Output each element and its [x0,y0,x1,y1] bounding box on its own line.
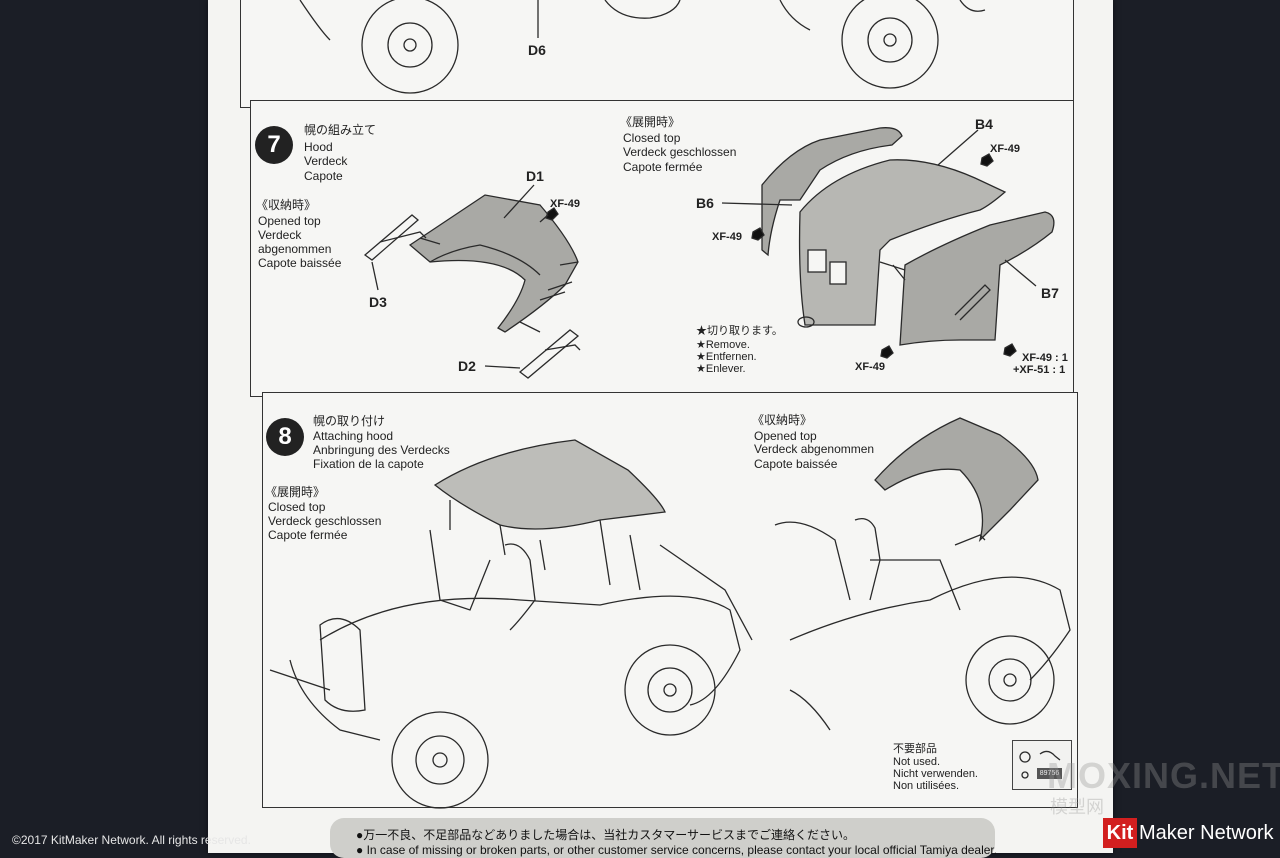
kitmaker-logo-text: Maker Network [1139,822,1274,844]
car-closed-top-illustration [269,439,753,809]
step7-closed-jp: 《展開時》 [620,115,681,129]
paint-d1: XF-49 [550,198,580,210]
notused-part-box [1012,740,1072,790]
step6-panel [240,0,1074,108]
footer-bar [330,818,995,858]
step7-opened-fr: Capote baissée [258,256,342,270]
step7-title-fr: Capote [304,169,343,183]
step7-closed-fr: Capote fermée [623,160,703,174]
watermark-cn: 模型网 [1050,797,1104,817]
step8-opened-fr: Capote baissée [754,457,838,471]
part-d2-illustration [484,321,581,379]
remove-de: ★Entfernen. [696,351,757,363]
step7-title-jp: 幌の組み立て [304,123,377,137]
paint-b4: XF-49 [990,143,1020,155]
part-d1-illustration [408,184,579,333]
step7-opened-jp: 《収納時》 [256,198,317,212]
step7-number: 7 [255,126,293,164]
part-label-b7: B7 [1041,285,1059,301]
car-opened-top-illustration [774,417,1071,731]
paint-mix2: +XF-51 : 1 [1013,364,1066,376]
step8-opened-de: Verdeck abgenommen [754,442,875,456]
part-d3-illustration [363,214,441,291]
step8-title-jp: 幌の取り付け [313,414,386,428]
step7-title-en: Hood [304,140,333,154]
step7-opened-de1: Verdeck [258,228,302,242]
step8-closed-jp: 《展開時》 [265,485,326,499]
remove-fr: ★Enlever. [696,363,746,375]
paint-b7a: XF-49 [855,361,885,373]
notused-en: Not used. [893,756,941,768]
notused-de: Nicht verwenden. [893,768,978,780]
wheel-top-right-illustration [779,0,986,89]
step8-closed-de: Verdeck geschlossen [268,514,382,528]
remove-en: ★Remove. [696,339,750,351]
step8-closed-fr: Capote fermée [268,528,348,542]
copyright-text: ©2017 KitMaker Network. All rights reser… [12,833,251,847]
watermark-moxing: MOXING.NET [1047,755,1280,796]
part-label-d1: D1 [526,168,544,184]
remove-jp: ★切り取ります。 [696,325,783,337]
part-b4-illustration [798,129,1007,326]
part-b7-illustration [880,211,1055,359]
notused-fr: Non utilisées. [893,780,960,792]
step7-closed-de: Verdeck geschlossen [623,145,737,159]
part-label-d6: D6 [528,42,546,58]
step8-number: 8 [266,418,304,456]
step8-opened-jp: 《収納時》 [752,413,813,427]
part-label-d2: D2 [458,358,476,374]
notused-part-number: 89756 [1037,768,1062,779]
part-label-b6: B6 [696,195,714,211]
part-label-d3: D3 [369,294,387,310]
step8-title-fr: Fixation de la capote [313,457,424,471]
step7-opened-de2: abgenommen [258,242,332,256]
wheel-top-left-illustration [299,0,459,94]
wheel-top-mid-illustration [604,0,681,19]
notused-jp: 不要部品 [893,743,937,755]
step7-closed-en: Closed top [623,131,681,145]
step7-opened-en: Opened top [258,214,321,228]
part-label-b4: B4 [975,116,993,132]
paint-mix1: XF-49 : 1 [1022,352,1068,364]
step7-title-de: Verdeck [304,154,348,168]
part-b6-illustration [721,127,903,257]
footer-line-jp: ●万一不良、不足部品などありました場合は、当社カスタマーサービスまでご連絡くださ… [356,828,856,842]
step8-title-de: Anbringung des Verdecks [313,443,450,457]
paint-b6: XF-49 [712,231,742,243]
step8-closed-en: Closed top [268,500,326,514]
footer-line-en: ● In case of missing or broken parts, or… [356,843,998,857]
kitmaker-logo-kit: Kit [1103,818,1137,848]
step8-title-en: Attaching hood [313,429,394,443]
step8-opened-en: Opened top [754,429,817,443]
